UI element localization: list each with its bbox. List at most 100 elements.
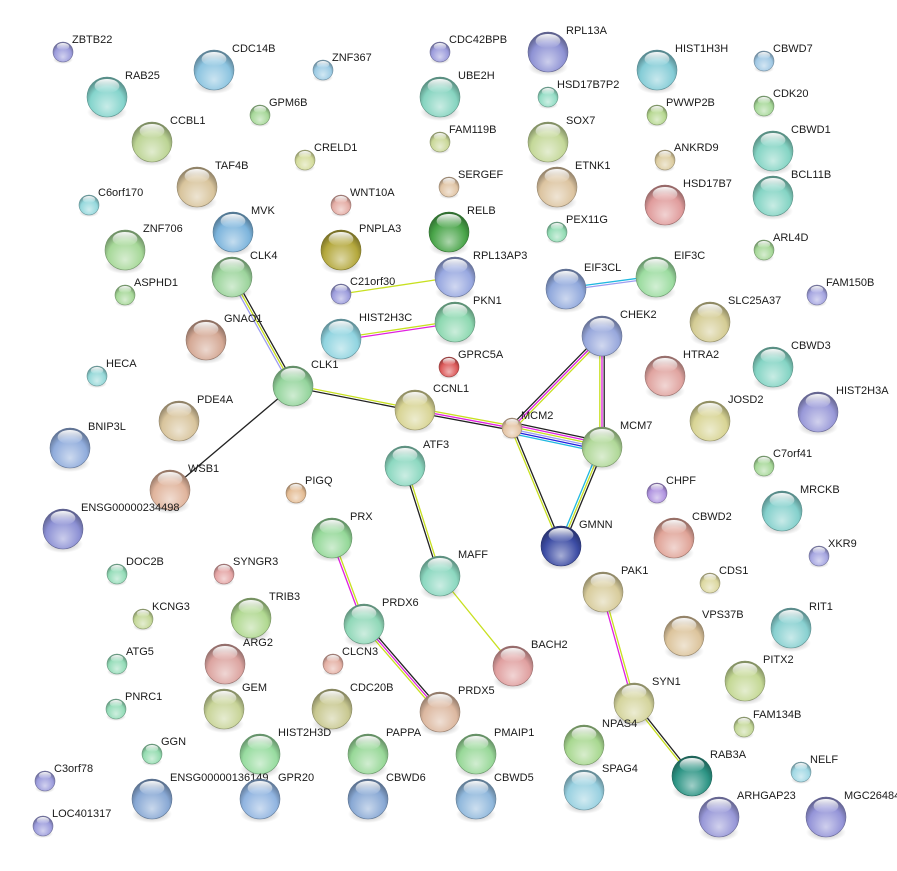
node-rab25[interactable]: RAB25 — [86, 70, 160, 121]
node-hsd17b7[interactable]: HSD17B7 — [644, 178, 732, 229]
node-pkn1[interactable]: PKN1 — [434, 295, 502, 346]
node-asphd1[interactable]: ASPHD1 — [114, 277, 178, 307]
node-wnt10a[interactable]: WNT10A — [330, 187, 395, 217]
node-vps37b[interactable]: VPS37B — [663, 609, 744, 660]
node-prdx6[interactable]: PRDX6 — [343, 597, 419, 648]
node-c3orf78[interactable]: C3orf78 — [34, 763, 93, 793]
node-wsb1[interactable]: WSB1 — [149, 463, 219, 514]
node-relb[interactable]: RELB — [428, 205, 496, 256]
node-mvk[interactable]: MVK — [212, 205, 276, 256]
node-htra2[interactable]: HTRA2 — [644, 349, 719, 400]
node-pitx2[interactable]: PITX2 — [724, 654, 794, 705]
node-mgc26484[interactable]: MGC26484 — [805, 790, 897, 841]
node-cds1[interactable]: CDS1 — [699, 565, 748, 595]
node-znf367[interactable]: ZNF367 — [312, 52, 372, 82]
node-gem[interactable]: GEM — [203, 682, 267, 733]
node-syngr3[interactable]: SYNGR3 — [213, 556, 278, 586]
node-gnao1[interactable]: GNAO1 — [185, 313, 263, 364]
node-taf4b[interactable]: TAF4B — [176, 160, 248, 211]
node-c7orf41[interactable]: C7orf41 — [753, 448, 812, 478]
node-xkr9[interactable]: XKR9 — [808, 538, 857, 568]
node-ggn[interactable]: GGN — [141, 736, 186, 766]
node-rit1[interactable]: RIT1 — [770, 601, 833, 652]
node-pnrc1[interactable]: PNRC1 — [105, 691, 162, 721]
node-hist2h3a[interactable]: HIST2H3A — [797, 385, 889, 436]
node-nelf[interactable]: NELF — [790, 754, 838, 784]
node-trib3[interactable]: TRIB3 — [230, 591, 300, 642]
node-cdc20b[interactable]: CDC20B — [311, 682, 393, 733]
node-ankrd9[interactable]: ANKRD9 — [654, 142, 719, 172]
node-fam134b[interactable]: FAM134B — [733, 709, 801, 739]
node-gprc5a[interactable]: GPRC5A — [438, 349, 504, 379]
node-ccbl1[interactable]: CCBL1 — [131, 115, 205, 166]
edge-clk1-wsb1[interactable] — [169, 385, 294, 491]
node-gpm6b[interactable]: GPM6B — [249, 97, 308, 127]
node-cbwd1[interactable]: CBWD1 — [752, 124, 831, 175]
node-zbtb22[interactable]: ZBTB22 — [52, 34, 112, 64]
node-ccnl1[interactable]: CCNL1 — [394, 383, 469, 434]
node-heca[interactable]: HECA — [86, 358, 137, 388]
node-pex11g[interactable]: PEX11G — [546, 214, 608, 244]
node-cbwd7[interactable]: CBWD7 — [753, 43, 813, 73]
node-ensg00000234498[interactable]: ENSG00000234498 — [42, 502, 179, 553]
node-sergef[interactable]: SERGEF — [438, 169, 504, 199]
node-rab3a[interactable]: RAB3A — [671, 749, 747, 800]
node-mcm7[interactable]: MCM7 — [581, 420, 652, 471]
node-clk1[interactable]: CLK1 — [272, 359, 339, 410]
node-bach2[interactable]: BACH2 — [492, 639, 568, 690]
node-fam119b[interactable]: FAM119B — [429, 124, 497, 154]
node-cdc42bpb[interactable]: CDC42BPB — [429, 34, 507, 64]
node-npas4[interactable]: NPAS4 — [563, 718, 637, 769]
node-mrckb[interactable]: MRCKB — [761, 484, 840, 535]
node-clcn3[interactable]: CLCN3 — [322, 646, 378, 676]
node-atf3[interactable]: ATF3 — [384, 439, 449, 490]
node-rpl13a[interactable]: RPL13A — [527, 25, 608, 76]
node-arhgap23[interactable]: ARHGAP23 — [698, 790, 796, 841]
node-cbwd6[interactable]: CBWD6 — [347, 772, 426, 823]
node-bnip3l[interactable]: BNIP3L — [49, 421, 126, 472]
node-cbwd5[interactable]: CBWD5 — [455, 772, 534, 823]
node-prdx5[interactable]: PRDX5 — [419, 685, 495, 736]
node-slc25a37[interactable]: SLC25A37 — [689, 295, 781, 346]
node-prx[interactable]: PRX — [311, 511, 373, 562]
node-znf706[interactable]: ZNF706 — [104, 223, 183, 274]
node-eif3c[interactable]: EIF3C — [635, 250, 705, 301]
edge-mcm2-gmnn[interactable] — [510, 427, 563, 547]
node-gpr20[interactable]: GPR20 — [239, 772, 314, 823]
node-pnpla3[interactable]: PNPLA3 — [320, 223, 401, 274]
node-ube2h[interactable]: UBE2H — [419, 70, 495, 121]
node-cdc14b[interactable]: CDC14B — [193, 43, 275, 94]
node-sox7[interactable]: SOX7 — [527, 115, 595, 166]
node-eif3cl[interactable]: EIF3CL — [545, 262, 621, 313]
node-cbwd2[interactable]: CBWD2 — [653, 511, 732, 562]
node-gmnn[interactable]: GMNN — [540, 519, 613, 570]
node-loc401317[interactable]: LOC401317 — [32, 808, 111, 838]
node-doc2b[interactable]: DOC2B — [106, 556, 164, 586]
node-pmaip1[interactable]: PMAIP1 — [455, 727, 534, 778]
node-hist2h3d[interactable]: HIST2H3D — [239, 727, 331, 778]
node-fam150b[interactable]: FAM150B — [806, 277, 874, 307]
node-hist1h3h[interactable]: HIST1H3H — [636, 43, 728, 94]
node-maff[interactable]: MAFF — [419, 549, 488, 600]
node-bcl11b[interactable]: BCL11B — [752, 169, 831, 220]
node-etnk1[interactable]: ETNK1 — [536, 160, 610, 211]
node-cbwd3[interactable]: CBWD3 — [752, 340, 831, 391]
node-cdk20[interactable]: CDK20 — [753, 88, 808, 118]
node-atg5[interactable]: ATG5 — [106, 646, 154, 676]
node-hsd17b7p2[interactable]: HSD17B7P2 — [537, 79, 619, 109]
node-creld1[interactable]: CRELD1 — [294, 142, 357, 172]
node-pde4a[interactable]: PDE4A — [158, 394, 234, 445]
node-spag4[interactable]: SPAG4 — [563, 763, 638, 814]
node-pwwp2b[interactable]: PWWP2B — [646, 97, 715, 127]
node-arg2[interactable]: ARG2 — [204, 637, 273, 688]
node-syn1[interactable]: SYN1 — [613, 676, 681, 727]
node-ensg00000136149[interactable]: ENSG00000136149 — [131, 772, 268, 823]
node-chek2[interactable]: CHEK2 — [581, 309, 657, 360]
node-josd2[interactable]: JOSD2 — [689, 394, 763, 445]
node-rpl13ap3[interactable]: RPL13AP3 — [434, 250, 527, 301]
node-c21orf30[interactable]: C21orf30 — [330, 276, 395, 306]
node-clk4[interactable]: CLK4 — [211, 250, 278, 301]
node-kcng3[interactable]: KCNG3 — [132, 601, 190, 631]
node-pigq[interactable]: PIGQ — [285, 475, 333, 505]
node-arl4d[interactable]: ARL4D — [753, 232, 809, 262]
